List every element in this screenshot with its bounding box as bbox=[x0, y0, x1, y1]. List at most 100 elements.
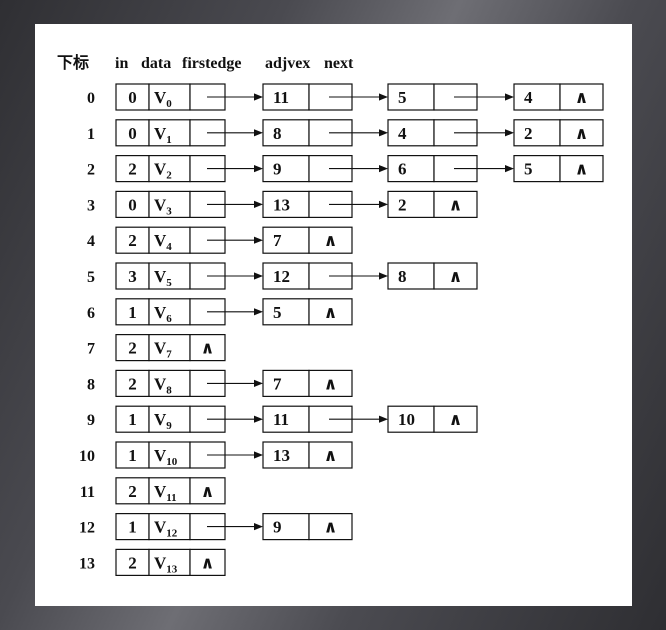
vertex-0-in-value: 0 bbox=[128, 88, 137, 107]
vertex-3-in-value: 0 bbox=[128, 195, 137, 214]
vertex-1-edge-2-adjvex-value: 2 bbox=[524, 124, 533, 143]
vertex-6-data-subscript: 6 bbox=[166, 313, 172, 325]
vertex-9-edge-0-arrow-head bbox=[254, 415, 263, 423]
header-in: in bbox=[115, 55, 128, 72]
vertex-1-in-cell bbox=[115, 119, 150, 147]
vertex-0-edge-0-adjvex-value: 11 bbox=[273, 88, 289, 107]
vertex-8-index-label: 8 bbox=[87, 376, 95, 393]
vertex-8-edge-0-arrow-head bbox=[254, 379, 263, 387]
vertex-1-edge-2-next-null: ∧ bbox=[575, 124, 589, 143]
vertex-2-edge-2-next-null: ∧ bbox=[575, 160, 589, 179]
vertex-2-edge-2-adjvex-value: 5 bbox=[524, 160, 533, 179]
vertex-12-in-value: 1 bbox=[128, 518, 137, 537]
vertex-8-edge-0-adjvex-cell bbox=[262, 369, 310, 397]
vertex-13-in-value: 2 bbox=[128, 553, 137, 572]
vertex-0-edge-1-adjvex-cell bbox=[387, 83, 435, 111]
vertex-7-in-value: 2 bbox=[128, 339, 137, 358]
vertex-12-edge-0-arrow-head bbox=[254, 523, 263, 531]
vertex-3-index-label: 3 bbox=[87, 197, 95, 214]
vertex-12-edge-0-adjvex-value: 9 bbox=[273, 518, 282, 537]
vertex-5-edge-0-adjvex-value: 12 bbox=[273, 267, 290, 286]
vertex-13-firstedge-null: ∧ bbox=[201, 553, 215, 572]
vertex-13-index-label: 13 bbox=[79, 555, 95, 572]
vertex-9-in-value: 1 bbox=[128, 410, 137, 429]
header-adjvex: adjvex bbox=[265, 55, 310, 72]
vertex-0-edge-1-adjvex-value: 5 bbox=[398, 88, 407, 107]
vertex-1-data-cell bbox=[148, 119, 191, 147]
vertex-5-data-cell bbox=[148, 262, 191, 290]
vertex-5-edge-0-arrow-head bbox=[254, 272, 263, 280]
vertex-2-edge-1-arrow-head bbox=[379, 165, 388, 173]
vertex-5-in-cell bbox=[115, 262, 150, 290]
vertex-0-edge-0-adjvex-cell bbox=[262, 83, 310, 111]
vertex-9-edge-1-arrow-head bbox=[379, 415, 388, 423]
vertex-11-in-cell bbox=[115, 477, 150, 505]
vertex-3-data-cell bbox=[148, 190, 191, 218]
vertex-8-edge-0-next-cell bbox=[308, 369, 353, 397]
vertex-4-data-cell bbox=[148, 226, 191, 254]
vertex-4-edge-0-adjvex-value: 7 bbox=[273, 231, 282, 250]
vertex-10-data-cell bbox=[148, 441, 191, 469]
vertex-2-edge-0-adjvex-value: 9 bbox=[273, 160, 282, 179]
vertex-5-in-value: 3 bbox=[128, 267, 137, 286]
vertex-6-index-label: 6 bbox=[87, 305, 95, 322]
vertex-2-edge-1-adjvex-cell bbox=[387, 155, 435, 183]
vertex-11-firstedge-null: ∧ bbox=[201, 482, 215, 501]
vertex-2-in-cell bbox=[115, 155, 150, 183]
vertex-1-edge-2-next-cell bbox=[559, 119, 604, 147]
vertex-4-in-cell bbox=[115, 226, 150, 254]
vertex-13-data-cell bbox=[148, 548, 191, 577]
vertex-9-edge-1-adjvex-value: 10 bbox=[398, 410, 415, 429]
vertex-0-edge-2-next-cell bbox=[559, 83, 604, 111]
vertex-4-data-subscript: 4 bbox=[166, 241, 172, 253]
vertex-9-in-cell bbox=[115, 405, 150, 433]
vertex-12-edge-0-adjvex-cell bbox=[262, 513, 310, 541]
vertex-1-edge-1-adjvex-cell bbox=[387, 119, 435, 147]
vertex-3-edge-1-adjvex-value: 2 bbox=[398, 195, 407, 214]
header-data: data bbox=[141, 55, 171, 72]
vertex-5-edge-1-arrow-head bbox=[379, 272, 388, 280]
vertex-1-index-label: 1 bbox=[87, 126, 95, 143]
vertex-10-edge-0-arrow-head bbox=[254, 451, 263, 459]
vertex-6-edge-0-next-null: ∧ bbox=[324, 303, 338, 322]
vertex-6-edge-0-next-cell bbox=[308, 298, 353, 326]
vertex-4-in-value: 2 bbox=[128, 231, 137, 250]
vertex-13-data-subscript: 13 bbox=[166, 563, 178, 575]
vertex-1-edge-1-arrow-head bbox=[379, 129, 388, 137]
vertex-5-data-subscript: 5 bbox=[166, 277, 172, 289]
vertex-4-edge-0-next-null: ∧ bbox=[324, 231, 338, 250]
vertex-8-in-value: 2 bbox=[128, 374, 137, 393]
vertex-1-edge-0-adjvex-cell bbox=[262, 119, 310, 147]
vertex-1-edge-1-adjvex-value: 4 bbox=[398, 124, 407, 143]
vertex-3-data-subscript: 3 bbox=[166, 205, 172, 217]
vertex-5-edge-1-next-cell bbox=[433, 262, 478, 290]
vertex-7-in-cell bbox=[115, 334, 150, 362]
vertex-3-in-cell bbox=[115, 190, 150, 218]
vertex-1-edge-2-arrow-head bbox=[505, 129, 514, 137]
vertex-2-edge-2-arrow-head bbox=[505, 165, 514, 173]
vertex-0-edge-1-arrow-head bbox=[379, 93, 388, 101]
vertex-6-data-cell bbox=[148, 298, 191, 326]
vertex-2-edge-0-arrow-head bbox=[254, 165, 263, 173]
vertex-10-index-label: 10 bbox=[79, 448, 95, 465]
vertex-1-data-subscript: 1 bbox=[166, 134, 172, 146]
vertex-9-edge-1-next-null: ∧ bbox=[449, 410, 463, 429]
vertex-11-index-label: 11 bbox=[80, 484, 95, 501]
vertex-6-edge-0-arrow-head bbox=[254, 308, 263, 316]
vertex-0-edge-2-adjvex-value: 4 bbox=[524, 88, 533, 107]
vertex-5-edge-1-adjvex-value: 8 bbox=[398, 267, 407, 286]
vertex-10-edge-0-next-cell bbox=[308, 441, 353, 469]
vertex-0-edge-0-arrow-head bbox=[254, 93, 263, 101]
vertex-10-in-value: 1 bbox=[128, 446, 137, 465]
vertex-3-edge-0-adjvex-value: 13 bbox=[273, 195, 290, 214]
vertex-2-edge-1-adjvex-value: 6 bbox=[398, 160, 407, 179]
vertex-0-edge-2-adjvex-cell bbox=[513, 83, 561, 111]
